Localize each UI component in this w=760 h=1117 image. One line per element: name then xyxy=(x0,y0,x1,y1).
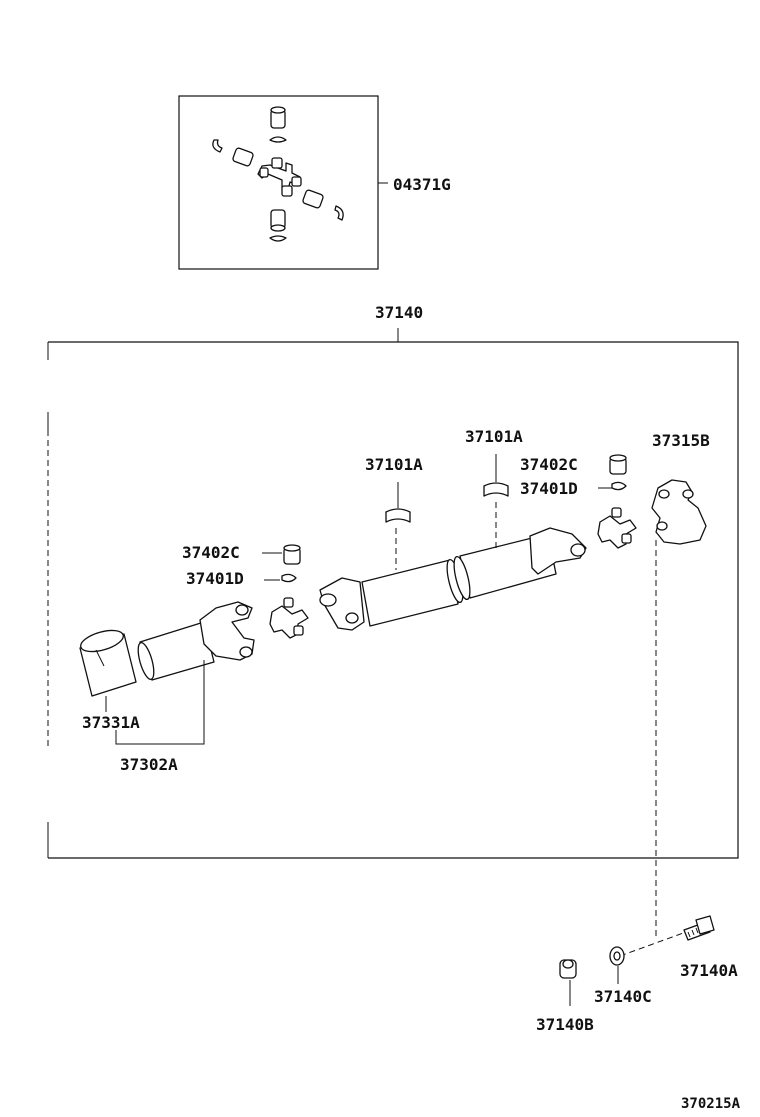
ujoint-kit-bottom-cap[interactable] xyxy=(269,209,287,242)
label-snap-ring-right: 37401D xyxy=(520,479,578,498)
snap-ring-right[interactable] xyxy=(611,481,627,491)
flange-yoke[interactable] xyxy=(651,479,707,545)
bolt[interactable] xyxy=(683,915,715,941)
bearing-cap-right[interactable] xyxy=(609,454,627,475)
label-assembly: 37140 xyxy=(375,303,423,322)
spider-left[interactable] xyxy=(269,597,309,639)
label-bearing-right: 37402C xyxy=(520,455,578,474)
dust-boot[interactable] xyxy=(78,626,137,697)
ujoint-kit-top-cap[interactable] xyxy=(269,106,287,143)
snap-ring-left[interactable] xyxy=(281,573,297,583)
spider-right[interactable] xyxy=(597,507,637,549)
label-bolt: 37140A xyxy=(680,961,738,980)
label-tube-balance-right: 37101A xyxy=(465,427,523,446)
label-dust-boot: 37331A xyxy=(82,713,140,732)
diagram-id: 370215A xyxy=(681,1096,741,1112)
nut[interactable] xyxy=(559,959,577,979)
label-tube-balance-left: 37101A xyxy=(365,455,423,474)
propeller-shaft-tube[interactable] xyxy=(319,527,587,631)
label-flange-yoke: 37315B xyxy=(652,431,710,450)
balance-weight-left[interactable] xyxy=(385,508,411,523)
sleeve-yoke[interactable] xyxy=(135,601,255,681)
ujoint-kit-box xyxy=(178,95,379,270)
ujoint-kit-right-cap[interactable] xyxy=(302,189,344,221)
label-sleeve-yoke: 37302A xyxy=(120,755,178,774)
label-ujoint-kit: 04371G xyxy=(393,175,451,194)
label-snap-ring-left: 37401D xyxy=(186,569,244,588)
label-nut: 37140B xyxy=(536,1015,594,1034)
ujoint-kit-left-cap[interactable] xyxy=(212,139,254,167)
washer[interactable] xyxy=(609,946,625,966)
balance-weight-right[interactable] xyxy=(483,482,509,497)
bearing-cap-left[interactable] xyxy=(283,544,301,565)
label-washer: 37140C xyxy=(594,987,652,1006)
ujoint-kit-spider[interactable] xyxy=(257,157,302,197)
label-bearing-left: 37402C xyxy=(182,543,240,562)
